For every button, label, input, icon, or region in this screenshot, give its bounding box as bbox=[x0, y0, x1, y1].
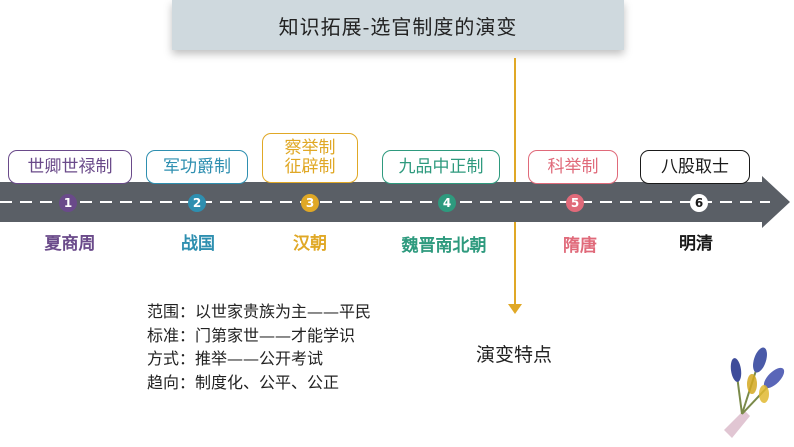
system-label-2: 军功爵制 bbox=[146, 150, 248, 184]
detail-line-scope: 范围：以世家贵族为主——平民 bbox=[147, 302, 372, 321]
detail-line-method: 方式：推举——公开考试 bbox=[147, 349, 324, 368]
era-label-5: 隋唐 bbox=[563, 236, 597, 256]
step-dot-4: 4 bbox=[438, 194, 456, 212]
title-banner: 知识拓展-选官制度的演变 bbox=[172, 0, 624, 50]
step-dot-2: 2 bbox=[188, 194, 206, 212]
system-label-6: 八股取士 bbox=[640, 150, 750, 184]
system-label-3: 察举制 征辟制 bbox=[262, 133, 358, 183]
step-dot-1: 1 bbox=[59, 194, 77, 212]
era-label-6: 明清 bbox=[679, 234, 713, 254]
evolution-details: 范围：以世家贵族为主——平民 标准：门第家世——才能学识 方式：推举——公开考试… bbox=[147, 300, 371, 394]
lavender-decoration bbox=[724, 347, 785, 438]
era-label-4: 魏晋南北朝 bbox=[401, 236, 487, 256]
era-label-3: 汉朝 bbox=[293, 234, 327, 254]
system-label-1: 世卿世禄制 bbox=[8, 150, 132, 184]
era-label-1: 夏商周 bbox=[44, 234, 96, 254]
system-label-4: 九品中正制 bbox=[382, 150, 500, 184]
era-label-2: 战国 bbox=[181, 234, 215, 254]
characteristic-label: 演变特点 bbox=[476, 344, 553, 366]
timeline-road bbox=[0, 176, 790, 228]
step-dot-5: 5 bbox=[566, 194, 584, 212]
page-title: 知识拓展-选官制度的演变 bbox=[278, 14, 518, 39]
detail-line-trend: 趋向：制度化、公平、公正 bbox=[147, 372, 340, 392]
step-dot-6: 6 bbox=[690, 194, 708, 212]
vertical-arrow-head bbox=[508, 304, 522, 314]
step-dot-3: 3 bbox=[301, 194, 319, 212]
detail-line-standard: 标准：门第家世——才能学识 bbox=[147, 325, 356, 345]
system-label-5: 科举制 bbox=[528, 150, 618, 184]
